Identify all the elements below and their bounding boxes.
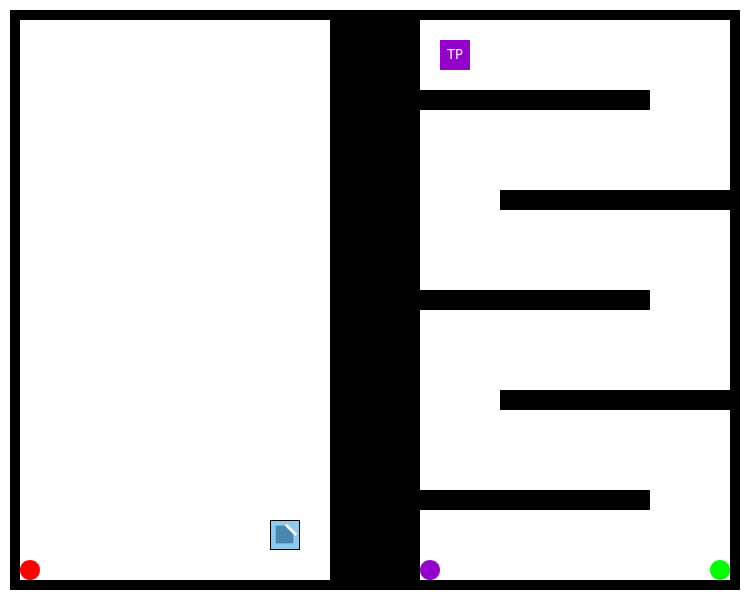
shelf-wall-2 xyxy=(500,190,730,210)
agent-icon-body xyxy=(275,525,294,544)
outer-wall-left xyxy=(10,10,20,590)
start-marker xyxy=(20,560,40,580)
teleport-exit-marker xyxy=(420,560,440,580)
agent-icon-highlight xyxy=(284,523,298,536)
center-wall xyxy=(330,10,420,590)
player-agent[interactable] xyxy=(270,520,300,550)
outer-wall-right xyxy=(730,10,740,590)
shelf-wall-5 xyxy=(420,490,650,510)
teleporter-tile[interactable]: TP xyxy=(440,40,470,70)
teleporter-label: TP xyxy=(447,47,463,63)
goal-marker xyxy=(710,560,730,580)
shelf-wall-1 xyxy=(420,90,650,110)
shelf-wall-4 xyxy=(500,390,730,410)
agent-icon xyxy=(275,523,298,544)
shelf-wall-3 xyxy=(420,290,650,310)
